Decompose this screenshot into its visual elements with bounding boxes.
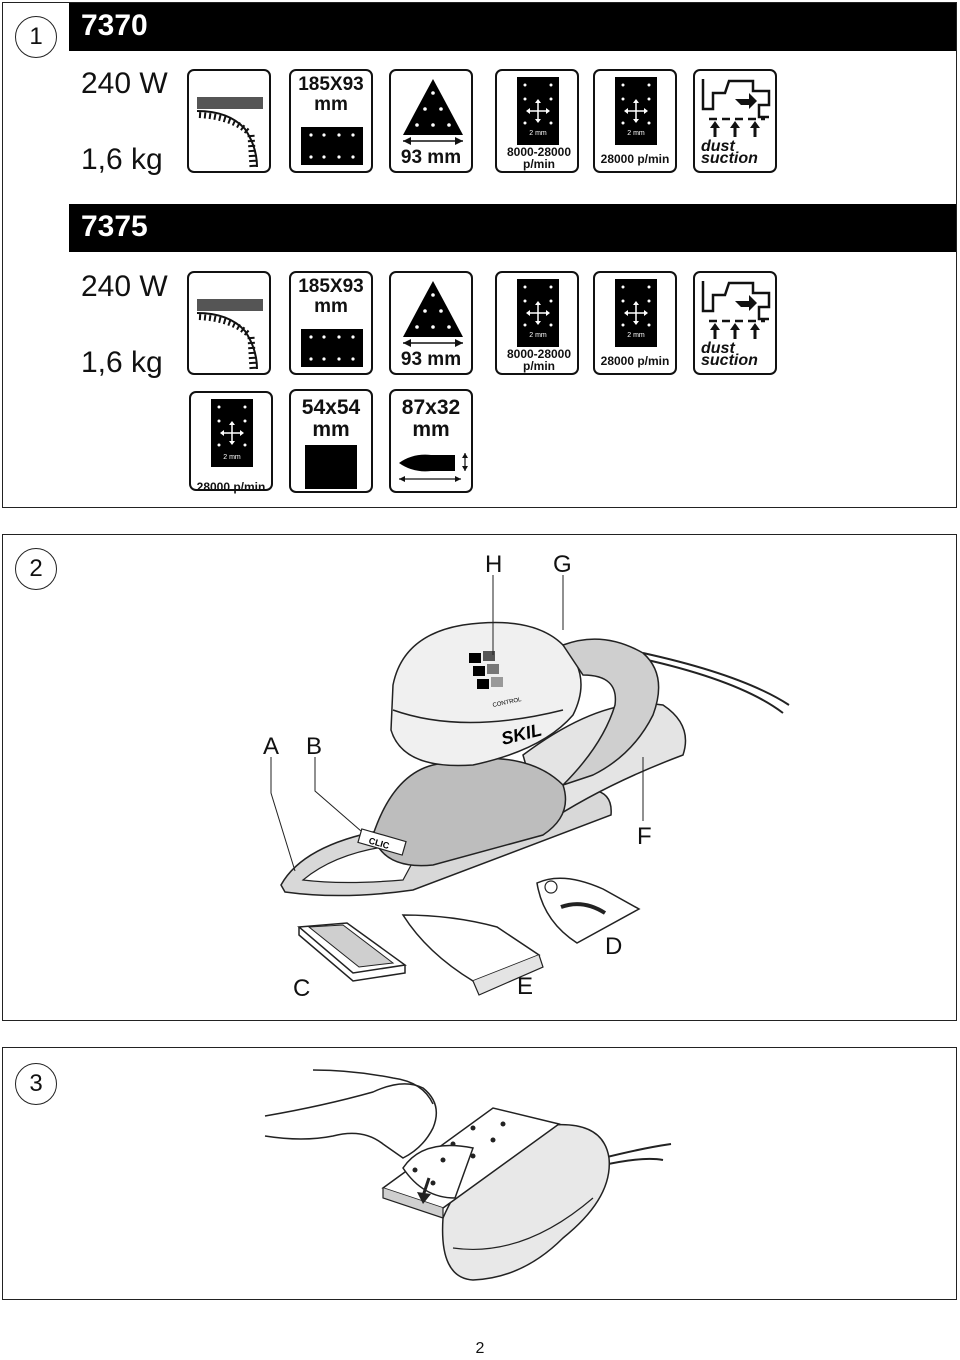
label-d: D	[605, 933, 623, 960]
figure-number: 2	[15, 548, 57, 590]
square-sheet-icon	[305, 445, 357, 489]
figure-1-panel: 1 7370 240 W 1,6 kg 185X93 mm 93 mm	[2, 2, 957, 508]
sheet-attach-illustration	[264, 1069, 672, 1281]
variable-speed-icon: 2 mm 8000-28000 p/min	[495, 69, 579, 173]
dust-suction-icon: dust suction	[693, 69, 777, 173]
label-c: C	[293, 975, 311, 1002]
coiled-cable-icon	[196, 299, 263, 370]
coiled-cable-icon	[196, 97, 263, 168]
label-h: H	[485, 551, 503, 578]
orbit-pad-icon: 2 mm	[211, 399, 253, 467]
delta-size-label: 93 mm	[400, 147, 462, 168]
sander-illustration: CONTROL SKIL CLIC	[270, 575, 790, 996]
suction-icon	[701, 281, 771, 339]
figure-number: 3	[15, 1063, 57, 1105]
sheet-size-label: 185X93 mm	[298, 276, 364, 317]
delta-pad-icon: 93 mm	[389, 271, 473, 375]
finger-pad-accessory	[401, 914, 544, 996]
label-b: B	[306, 733, 323, 760]
sheet-size-label: 185X93 mm	[298, 74, 364, 115]
dust-suction-icon: dust suction	[693, 271, 777, 375]
orbit-label: 2 mm	[529, 130, 547, 137]
figure-3-panel: 3	[2, 1047, 957, 1300]
fixed-speed-icon: 2 mm	[189, 391, 273, 491]
square-pad-label: 54x54 mm	[301, 396, 361, 441]
orbit-pad-icon: 2 mm	[615, 279, 657, 347]
triangle-pad-icon	[403, 281, 463, 347]
label-f: F	[637, 823, 652, 850]
square-pad-icon: 54x54 mm	[289, 389, 373, 493]
sheet-size-icon: 185X93 mm	[289, 69, 373, 173]
weight-spec: 1,6 kg	[81, 143, 163, 176]
power-spec: 240 W	[81, 270, 168, 303]
orbit-label: 2 mm	[529, 332, 547, 339]
orbit-pad-icon: 2 mm	[517, 77, 559, 145]
finger-pad-shape-icon	[399, 453, 468, 482]
speed-fixed-label: 28000 p/min	[600, 354, 670, 368]
dust-label: dust suction	[701, 138, 758, 167]
sheet-pad-icon	[301, 127, 363, 165]
delta-size-label: 93 mm	[400, 349, 462, 370]
delta-pad-icon: 93 mm	[389, 69, 473, 173]
orbit-label: 2 mm	[627, 130, 645, 137]
triangle-pad-icon	[403, 79, 463, 145]
suction-icon	[701, 79, 771, 137]
figure-number: 1	[15, 16, 57, 58]
label-e: E	[517, 973, 534, 1000]
orbit-pad-icon: 2 mm	[615, 77, 657, 145]
label-a: A	[263, 733, 280, 760]
sheet-pad-icon	[301, 329, 363, 367]
model-title-7375: 7375	[69, 204, 956, 252]
finger-pad-label: 87x32 mm	[401, 396, 461, 441]
finger-pad-icon: 87x32 mm	[389, 389, 473, 493]
model-title-7370: 7370	[69, 3, 956, 51]
speed-range-label: 8000-28000 p/min	[506, 145, 572, 171]
power-spec: 240 W	[81, 67, 168, 100]
page-number: 2	[475, 1340, 485, 1357]
cable-icon	[187, 69, 271, 173]
weight-spec: 1,6 kg	[81, 346, 163, 379]
speed-fixed-label: 28000 p/min	[196, 480, 266, 494]
orbit-label: 2 mm	[223, 454, 241, 461]
square-pad-accessory	[297, 922, 407, 982]
speed-control-indicator	[469, 651, 503, 689]
speed-range-label: 8000-28000 p/min	[506, 347, 572, 373]
variable-speed-icon: 2 mm 8000-28000 p/min	[495, 271, 579, 375]
orbit-pad-icon: 2 mm	[517, 279, 559, 347]
sheet-size-icon: 185X93 mm	[289, 271, 373, 375]
fixed-speed-icon: 2 mm 28000 p/min	[593, 69, 677, 173]
figure-2-panel: 2 CONTROL SKIL CLIC	[2, 534, 957, 1021]
speed-fixed-label: 28000 p/min	[600, 152, 670, 166]
orbit-label: 2 mm	[627, 332, 645, 339]
cable-icon	[187, 271, 271, 375]
delta-pad-accessory	[536, 877, 641, 944]
dust-label: dust suction	[701, 340, 758, 369]
label-g: G	[553, 551, 572, 578]
fixed-speed-icon: 2 mm 28000 p/min	[593, 271, 677, 375]
